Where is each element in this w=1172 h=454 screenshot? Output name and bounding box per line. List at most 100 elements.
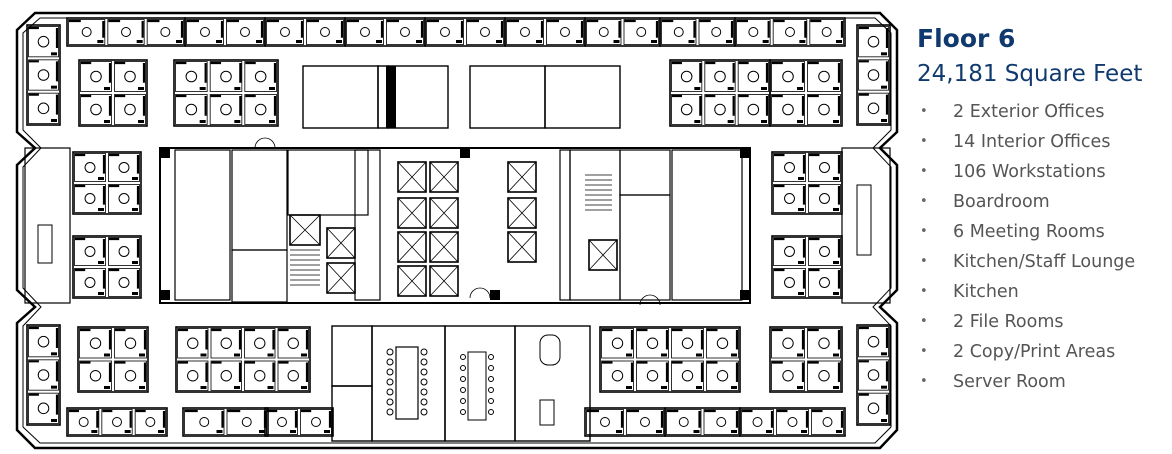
desk	[809, 237, 841, 258]
desk	[387, 19, 424, 38]
cluster-frame	[72, 151, 142, 215]
file-cabinet	[132, 261, 138, 264]
file-cabinet	[132, 208, 138, 211]
elevator	[397, 231, 427, 263]
file-cabinet	[836, 40, 842, 43]
elevator	[397, 161, 427, 193]
structural-column	[160, 148, 170, 158]
file-cabinet	[766, 430, 772, 433]
workstation	[28, 92, 59, 124]
cluster-frame	[264, 407, 334, 437]
workstation	[28, 326, 59, 358]
file-cabinet	[833, 386, 839, 389]
core-room	[619, 149, 671, 196]
file-cabinet	[797, 120, 803, 123]
chair	[681, 370, 694, 382]
chair	[748, 27, 759, 37]
desk	[808, 328, 841, 350]
workstation	[811, 409, 844, 435]
cluster-frame	[856, 324, 891, 426]
chair	[784, 193, 795, 204]
chair	[488, 387, 494, 393]
chair	[37, 69, 50, 81]
workstation	[134, 409, 166, 435]
workstation	[209, 61, 243, 92]
file-cabinet	[269, 87, 275, 90]
workstation	[277, 328, 309, 359]
interior-office	[302, 65, 379, 129]
workstation	[209, 94, 243, 125]
workstation	[661, 19, 697, 45]
elevator-shaft	[507, 197, 537, 229]
feature-label: Server Room	[953, 372, 1066, 392]
chair	[716, 370, 729, 382]
cluster-frame	[173, 59, 279, 127]
file-cabinet	[536, 40, 542, 43]
chair	[121, 27, 131, 37]
file-cabinet	[104, 120, 110, 123]
chair	[782, 370, 794, 382]
interior-wall-line	[22, 17, 892, 444]
workstation	[858, 359, 889, 391]
file-cabinet	[216, 40, 222, 43]
file-cabinet	[98, 261, 104, 264]
file-cabinet	[799, 40, 806, 43]
elevator	[397, 197, 427, 229]
chair	[747, 103, 760, 116]
chair	[118, 277, 130, 288]
workstation	[623, 19, 659, 45]
workstation	[586, 409, 624, 435]
feature-item: •Kitchen/Staff Lounge	[917, 247, 1172, 277]
file-cabinet	[269, 120, 275, 123]
workstation	[114, 94, 146, 125]
chair	[220, 70, 232, 83]
desk	[774, 184, 806, 205]
exterior-wall	[15, 11, 899, 450]
workstation	[114, 61, 146, 92]
chair	[819, 193, 830, 204]
desk	[667, 409, 701, 428]
file-cabinet	[199, 120, 206, 123]
workstation	[771, 360, 805, 391]
exterior-office	[841, 147, 891, 304]
workstation-cluster	[734, 17, 846, 47]
cluster-frame	[26, 324, 61, 426]
desk	[467, 19, 504, 38]
workstation	[671, 328, 704, 359]
workstation-cluster	[584, 17, 661, 47]
chair	[440, 27, 450, 37]
workstation	[244, 328, 276, 359]
file-cabinet	[97, 40, 104, 43]
feature-item: •14 Interior Offices	[917, 127, 1172, 157]
workstation	[80, 61, 112, 92]
desk	[69, 409, 99, 428]
desk	[245, 361, 275, 382]
desk	[624, 19, 659, 38]
meeting-table	[539, 399, 555, 426]
desk	[672, 94, 702, 116]
file-cabinet	[176, 40, 182, 43]
workstation	[386, 19, 424, 45]
elevator-cross	[507, 197, 537, 229]
chair	[185, 70, 198, 83]
cluster-frame	[664, 407, 741, 437]
meeting-table	[37, 224, 53, 264]
feature-item: •2 File Rooms	[917, 307, 1172, 337]
workstation-cluster	[182, 407, 269, 437]
workstation	[636, 328, 669, 359]
workstation	[703, 409, 739, 435]
chair	[785, 27, 795, 37]
file-cabinet	[324, 430, 330, 433]
chair	[37, 102, 50, 115]
structural-column	[740, 290, 750, 300]
cluster-frame	[769, 59, 843, 127]
desk	[29, 360, 59, 382]
interior-office	[544, 65, 621, 129]
file-cabinet	[833, 177, 839, 180]
chair	[818, 337, 830, 349]
workstation-cluster	[599, 326, 741, 393]
workstation	[108, 268, 140, 297]
file-cabinet	[104, 386, 110, 389]
desk	[307, 19, 344, 38]
feature-label: 6 Meeting Rooms	[953, 222, 1105, 242]
